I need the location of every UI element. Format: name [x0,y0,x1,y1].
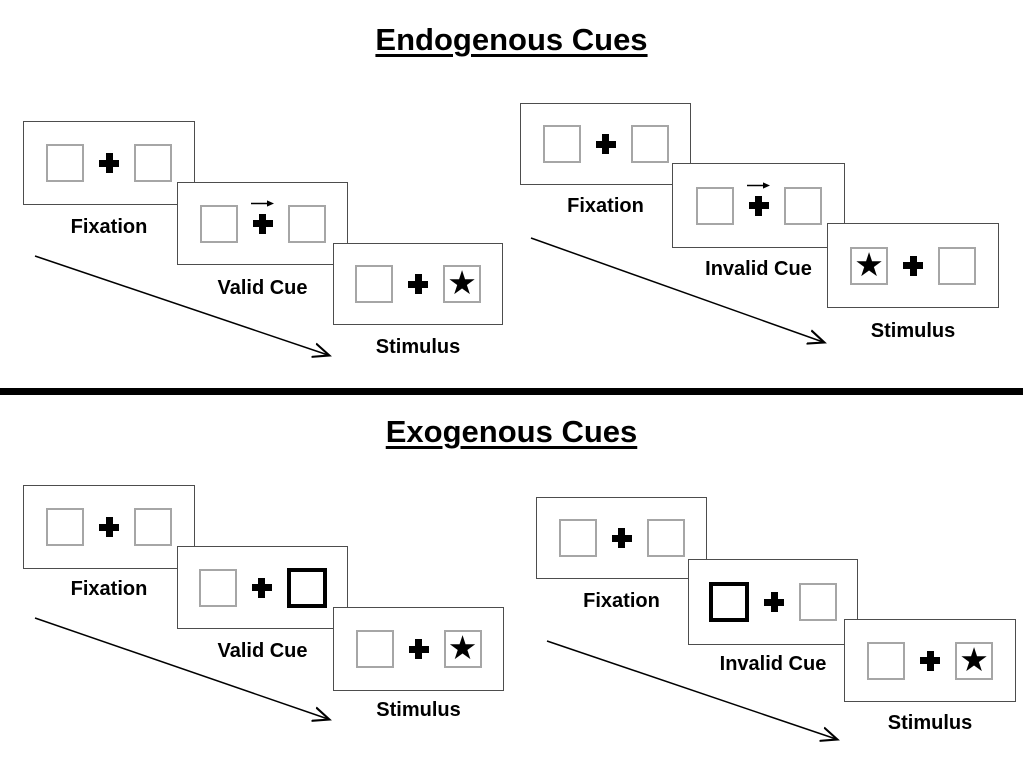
fixation-cross-icon [595,134,616,154]
right-placeholder-box [799,583,837,621]
time-arrow-endo-invalid [530,237,823,342]
frame-fixation [23,121,195,205]
frame-valid-cue [177,546,348,629]
frame-fixation [520,103,691,185]
star-stimulus-icon: ★ [447,264,477,301]
fixation-cross-icon [252,213,273,234]
fixation-cross-icon [408,274,428,294]
fixation-cross-icon [99,517,119,537]
frame-label-invalid-cue: Invalid Cue [705,258,812,280]
left-placeholder-box [558,519,597,557]
frame-stimulus: ★ [333,607,504,691]
fixation-cross-icon [408,639,429,659]
right-placeholder-box [646,519,685,557]
star-stimulus-icon: ★ [447,629,478,666]
frame-label-fixation: Fixation [70,578,148,600]
cued-box [709,582,749,622]
right-placeholder-box [630,125,669,163]
star-box: ★ [955,640,993,680]
frame-label-valid-cue: Valid Cue [217,277,308,299]
right-placeholder-box [134,508,172,546]
frame-stimulus: ★ [827,223,999,308]
cue-arrow-icon [746,181,770,189]
fixation-cross-icon [748,195,769,216]
frame-label-stimulus: Stimulus [375,336,461,358]
frame-label-stimulus: Stimulus [887,712,973,734]
cue-arrow-icon [250,199,274,207]
section-divider [0,388,1023,395]
left-placeholder-box [198,568,237,607]
left-placeholder-box [355,630,394,668]
frame-label-fixation: Fixation [583,590,660,612]
right-placeholder-box [287,204,326,243]
frame-fixation [23,485,195,569]
frame-invalid-cue [672,163,845,248]
fixation-cross-icon [611,528,632,548]
left-placeholder-box [542,125,581,163]
fixation-cross-icon [764,592,784,612]
right-placeholder-box [938,246,976,285]
fixation-cross-icon [903,255,923,276]
exogenous-section-title: Exogenous Cues [385,414,638,449]
frame-label-invalid-cue: Invalid Cue [719,653,827,675]
right-placeholder-box [783,186,822,225]
frame-fixation [536,497,707,579]
left-placeholder-box [199,204,238,243]
fixation-cross-icon [99,153,119,173]
time-arrow-exo-valid [34,617,328,719]
fixation-cross-icon [920,650,940,671]
frame-label-stimulus: Stimulus [870,320,956,342]
star-stimulus-icon: ★ [959,640,989,678]
left-placeholder-box [355,265,393,303]
endogenous-section-title: Endogenous Cues [375,22,648,57]
left-placeholder-box [695,186,734,225]
star-box: ★ [443,629,482,668]
frame-label-stimulus: Stimulus [376,699,461,721]
star-stimulus-icon: ★ [854,245,884,283]
right-placeholder-box [134,144,172,182]
frame-label-fixation: Fixation [70,216,148,238]
left-placeholder-box [867,641,905,680]
cued-box [286,567,327,608]
left-placeholder-box [46,508,84,546]
star-box: ★ [850,245,888,285]
left-placeholder-box [46,144,84,182]
frame-stimulus: ★ [333,243,503,325]
star-box: ★ [443,265,481,303]
frame-valid-cue [177,182,348,265]
fixation-cross-icon [251,577,272,598]
time-arrow-endo-valid [34,255,328,355]
frame-invalid-cue [688,559,858,645]
frame-label-valid-cue: Valid Cue [217,640,308,662]
frame-label-fixation: Fixation [567,195,644,217]
frame-stimulus: ★ [844,619,1016,702]
